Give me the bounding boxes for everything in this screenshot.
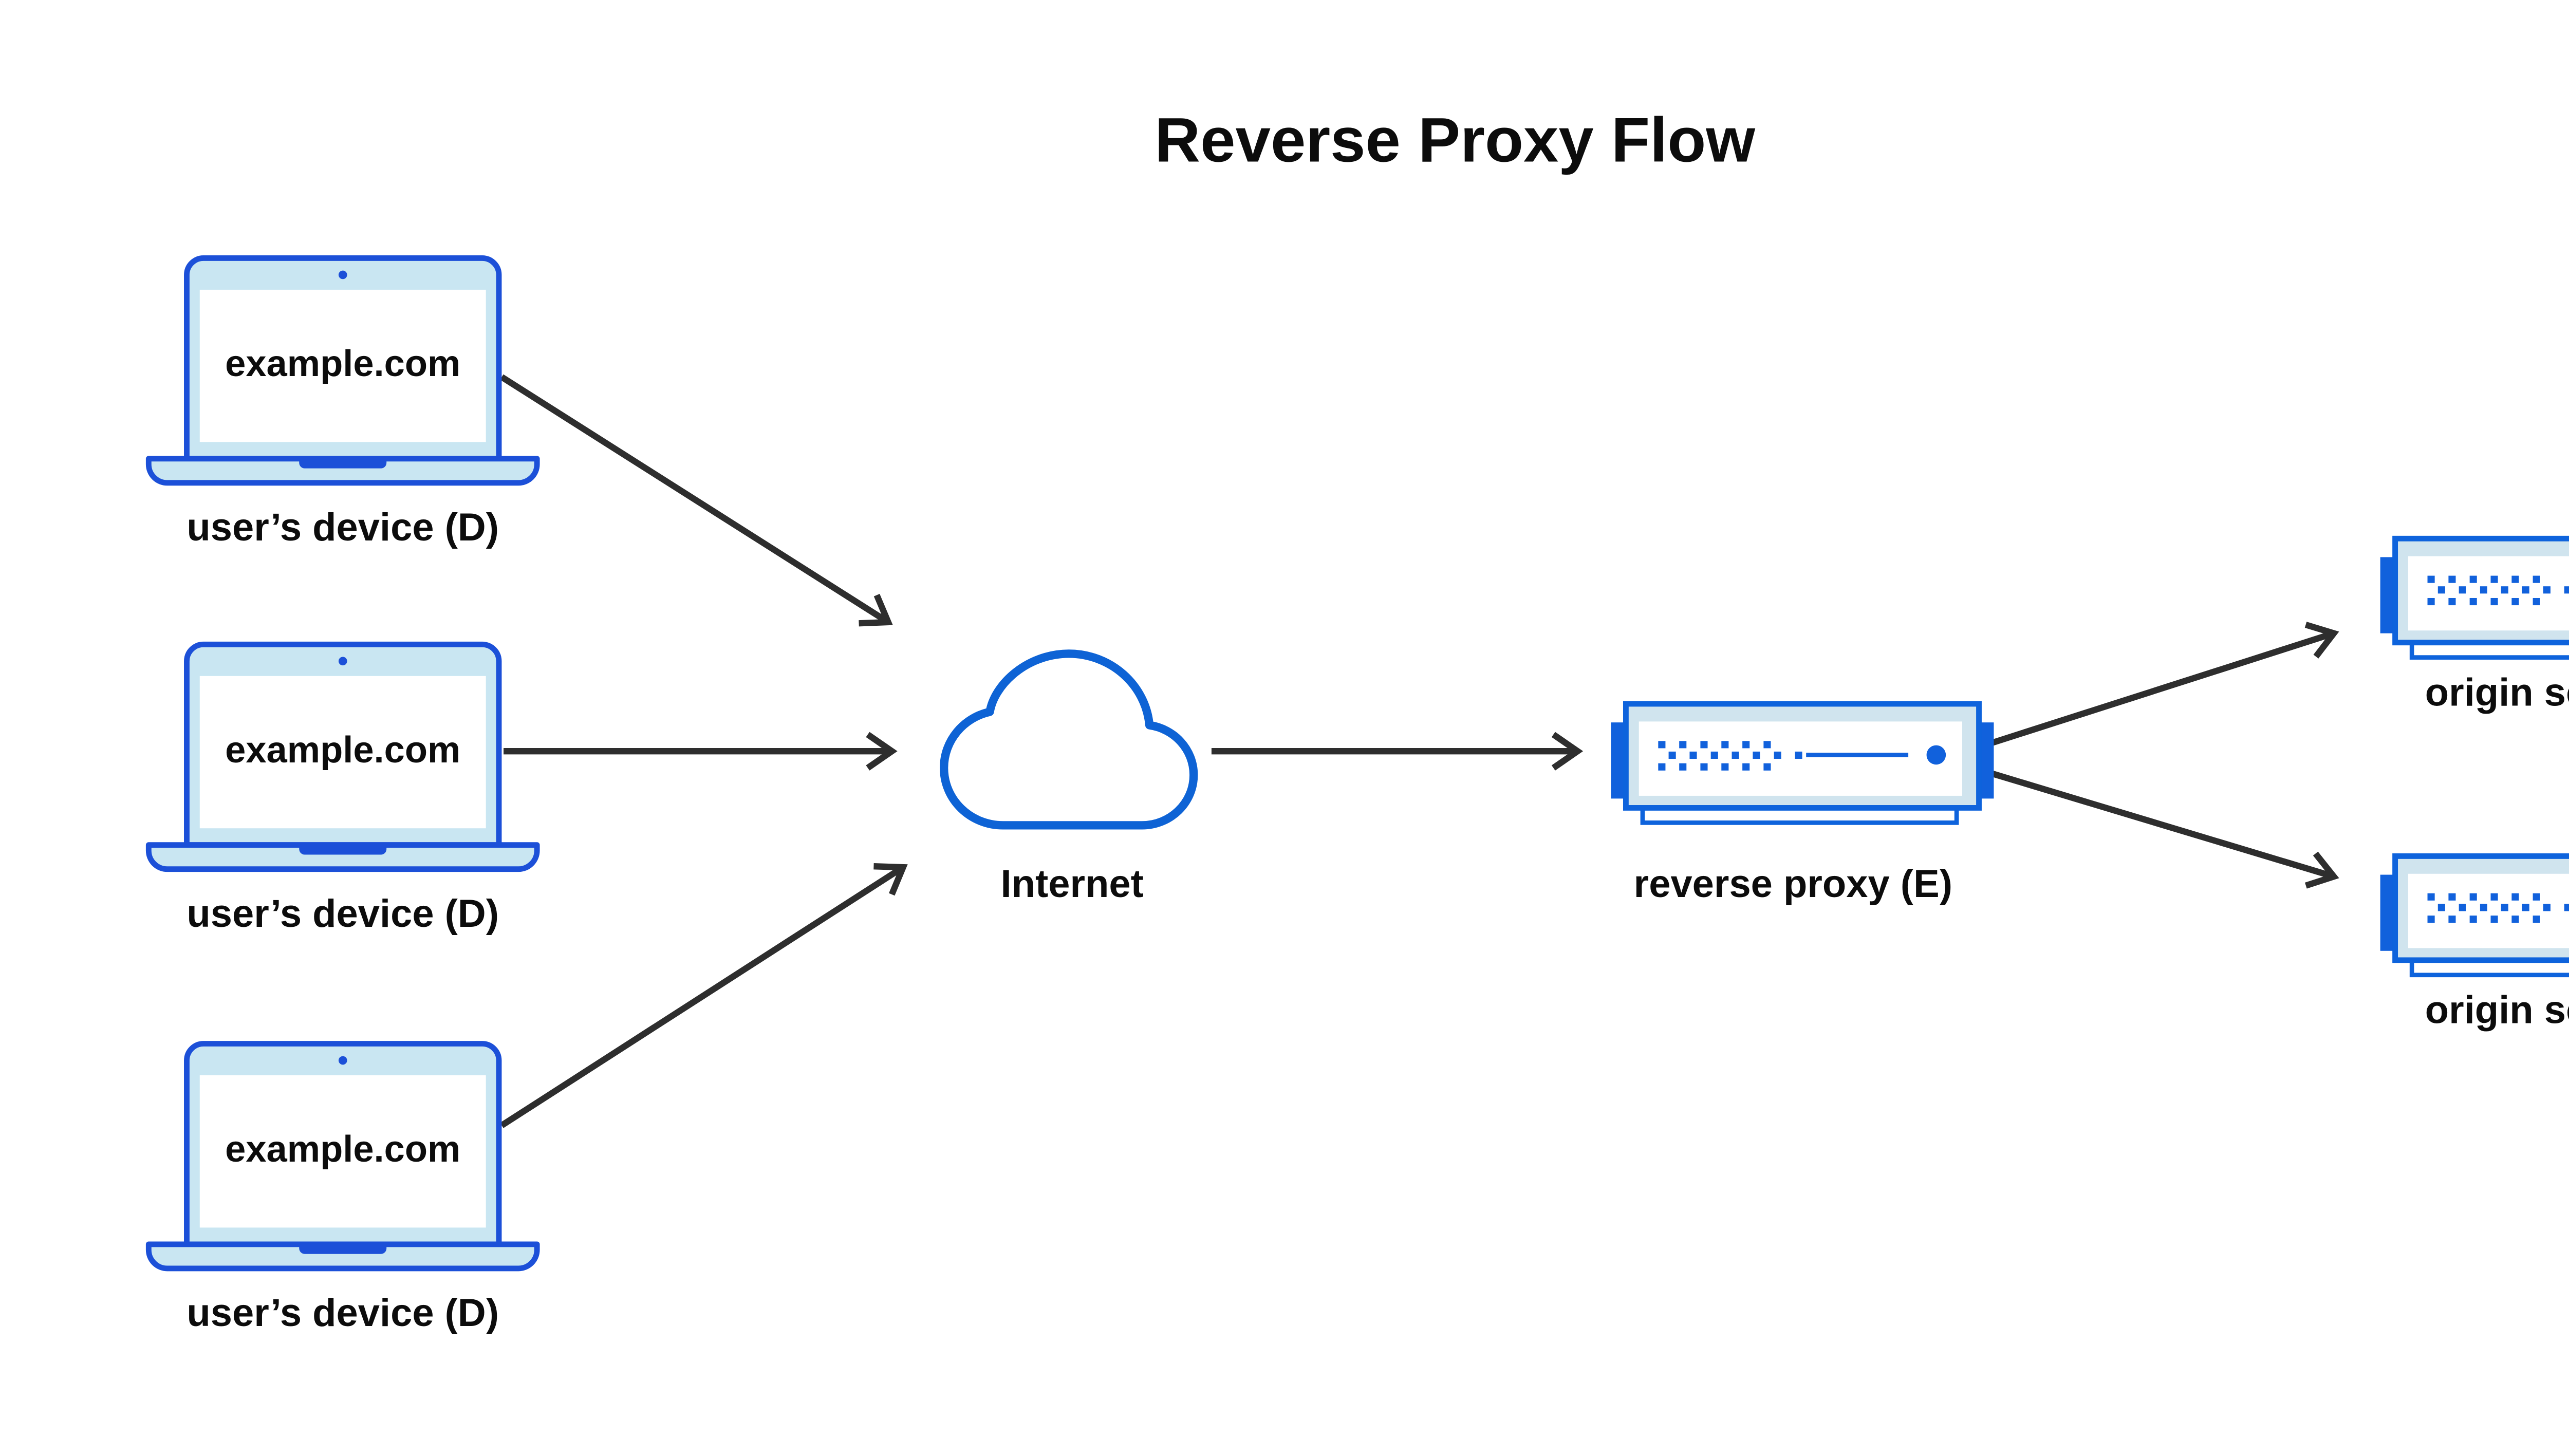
origin-server-node-2: origin server (F) [2380, 856, 2569, 1032]
device-screen-text: example.com [225, 343, 460, 384]
server-icon [2380, 538, 2569, 657]
reverse-proxy-label: reverse proxy (E) [1634, 862, 1952, 906]
cloud-icon [940, 649, 1198, 830]
user-device-node-1: example.com user’s device (D) [148, 258, 537, 549]
diagram-title: Reverse Proxy Flow [1155, 105, 1755, 176]
device-screen-text: example.com [225, 730, 460, 771]
user-device-node-3: example.com user’s device (D) [148, 1044, 537, 1335]
device-label: user’s device (D) [187, 506, 499, 549]
device-label: user’s device (D) [187, 1291, 499, 1335]
origin-server-label: origin server (F) [2425, 671, 2569, 715]
arrow-device3-to-internet [500, 863, 908, 1128]
arrow-device1-to-internet [500, 374, 893, 627]
device-screen-text: example.com [225, 1129, 460, 1170]
arrow-proxy-to-origin1 [1990, 622, 2339, 746]
user-device-node-2: example.com user’s device (D) [148, 644, 537, 936]
internet-node: Internet [940, 649, 1198, 906]
internet-label: Internet [1000, 862, 1143, 906]
arrow-proxy-to-origin2 [1991, 770, 2339, 889]
server-icon [1611, 704, 1994, 823]
server-icon [2380, 856, 2569, 975]
origin-server-node-1: origin server (F) [2380, 538, 2569, 715]
origin-server-label: origin server (F) [2425, 988, 2569, 1032]
reverse-proxy-node: reverse proxy (E) [1611, 704, 1994, 906]
device-label: user’s device (D) [187, 892, 499, 936]
